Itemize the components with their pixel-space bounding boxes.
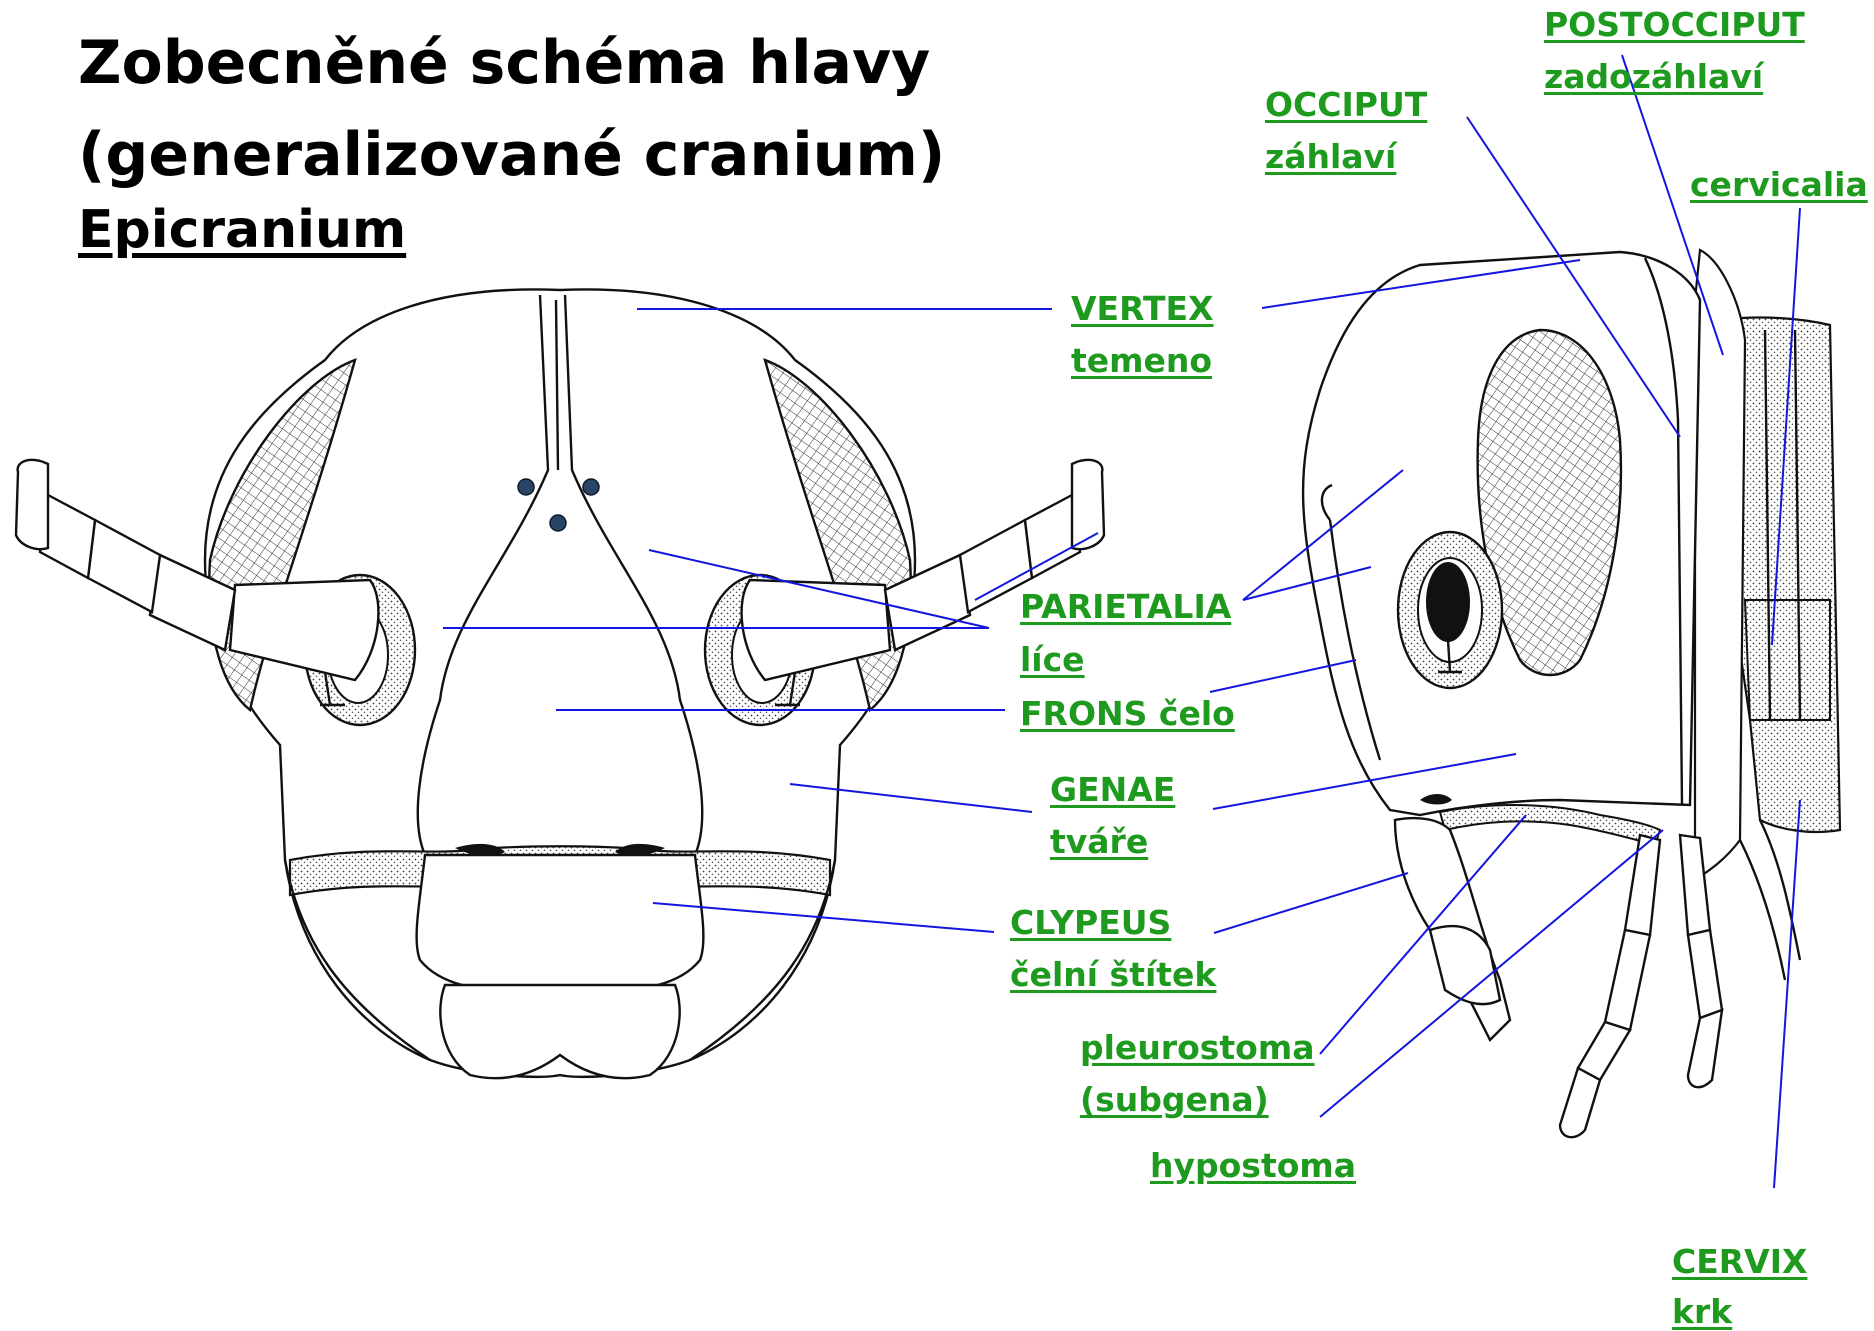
label-cervix-cz: krk [1672,1295,1732,1328]
label-occiput: OCCIPUT [1265,88,1427,121]
leader-clypeus-lateral [1214,873,1408,933]
label-vertex-cz: temeno [1071,344,1212,377]
label-postocciput-cz: zadozáhlaví [1544,60,1763,93]
label-parietalia-cz: líce [1020,643,1085,676]
leader-hypostoma [1320,830,1663,1117]
ocellus-left [518,479,534,495]
label-clypeus: CLYPEUS [1010,906,1171,939]
label-cervicalia: cervicalia [1690,168,1868,201]
leader-cervix [1774,800,1800,1188]
head-front-view [16,289,1104,1078]
label-genae: GENAE [1050,773,1175,806]
label-clypeus-cz: čelní štítek [1010,958,1216,991]
label-pleurostoma-sub: (subgena) [1080,1083,1269,1116]
ocellus-right [583,479,599,495]
maxillary-palp [1560,835,1660,1137]
label-genae-cz: tváře [1050,825,1148,858]
ocellus-median [550,515,566,531]
labial-palp [1680,835,1722,1087]
label-vertex: VERTEX [1071,292,1214,325]
label-hypostoma: hypostoma [1150,1149,1356,1182]
label-frons: FRONS čelo [1020,697,1235,730]
label-cervix: CERVIX [1672,1245,1807,1278]
label-pleurostoma: pleurostoma [1080,1031,1315,1064]
label-occiput-cz: záhlaví [1265,140,1396,173]
subgenal-band [1440,805,1660,845]
head-lateral-view [1303,250,1840,1137]
label-parietalia: PARIETALIA [1020,590,1231,623]
clypeus-plate [417,855,704,990]
label-postocciput: POSTOCCIPUT [1544,8,1805,41]
